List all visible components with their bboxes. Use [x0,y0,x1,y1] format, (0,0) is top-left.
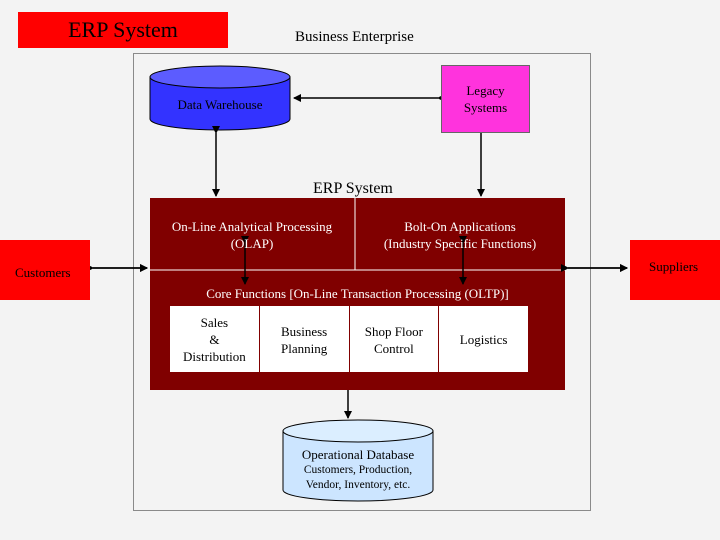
data-warehouse-label: Data Warehouse [177,97,263,112]
operational-database-title: Operational Database [301,447,415,462]
olap-line-2: (OLAP) [230,236,274,251]
legacy-line-2: Systems [463,100,508,115]
bolt-on-line-1: Bolt-On Applications [404,219,516,234]
erp-system-title: ERP System [313,180,393,197]
customers-label: Customers [15,265,71,280]
enterprise-label: Business Enterprise [295,29,414,45]
od-detail-line-1: Customers, Production, [303,464,413,476]
od-detail-line-2: Vendor, Inventory, etc. [305,479,411,491]
logistics-label: Logistics [459,332,508,347]
planning-line-1: Business [281,324,328,339]
olap-line-1: On-Line Analytical Processing [171,219,333,234]
core-functions-row: Sales & Distribution Business Planning S… [170,306,528,372]
shopfloor-line-2: Control [374,341,414,356]
bolt-on-label: Bolt-On Applications (Industry Specific … [358,218,562,252]
logistics-cell: Logistics [439,306,528,372]
core-functions-label: Core Functions [On-Line Transaction Proc… [206,286,509,301]
sales-line-1: Sales [200,315,229,330]
operational-database-cylinder [282,419,434,502]
suppliers-label: Suppliers [649,259,699,274]
operational-database-detail: Customers, Production, Vendor, Inventory… [283,463,433,493]
sales-distribution-cell: Sales & Distribution [170,306,260,372]
bolt-on-line-2: (Industry Specific Functions) [383,236,537,251]
olap-label: On-Line Analytical Processing (OLAP) [152,218,352,252]
suppliers-box: Suppliers [630,240,720,300]
legacy-systems-box: Legacy Systems [441,65,530,133]
diagram-title: ERP System [18,12,228,48]
legacy-line-1: Legacy [466,83,505,98]
customers-box: Customers [0,240,90,300]
sales-line-3: Distribution [182,349,246,364]
data-warehouse-cylinder [149,65,291,131]
planning-line-2: Planning [281,341,328,356]
shop-floor-cell: Shop Floor Control [350,306,440,372]
business-planning-cell: Business Planning [260,306,350,372]
shopfloor-line-1: Shop Floor [364,324,423,339]
sales-line-2: & [209,332,220,347]
